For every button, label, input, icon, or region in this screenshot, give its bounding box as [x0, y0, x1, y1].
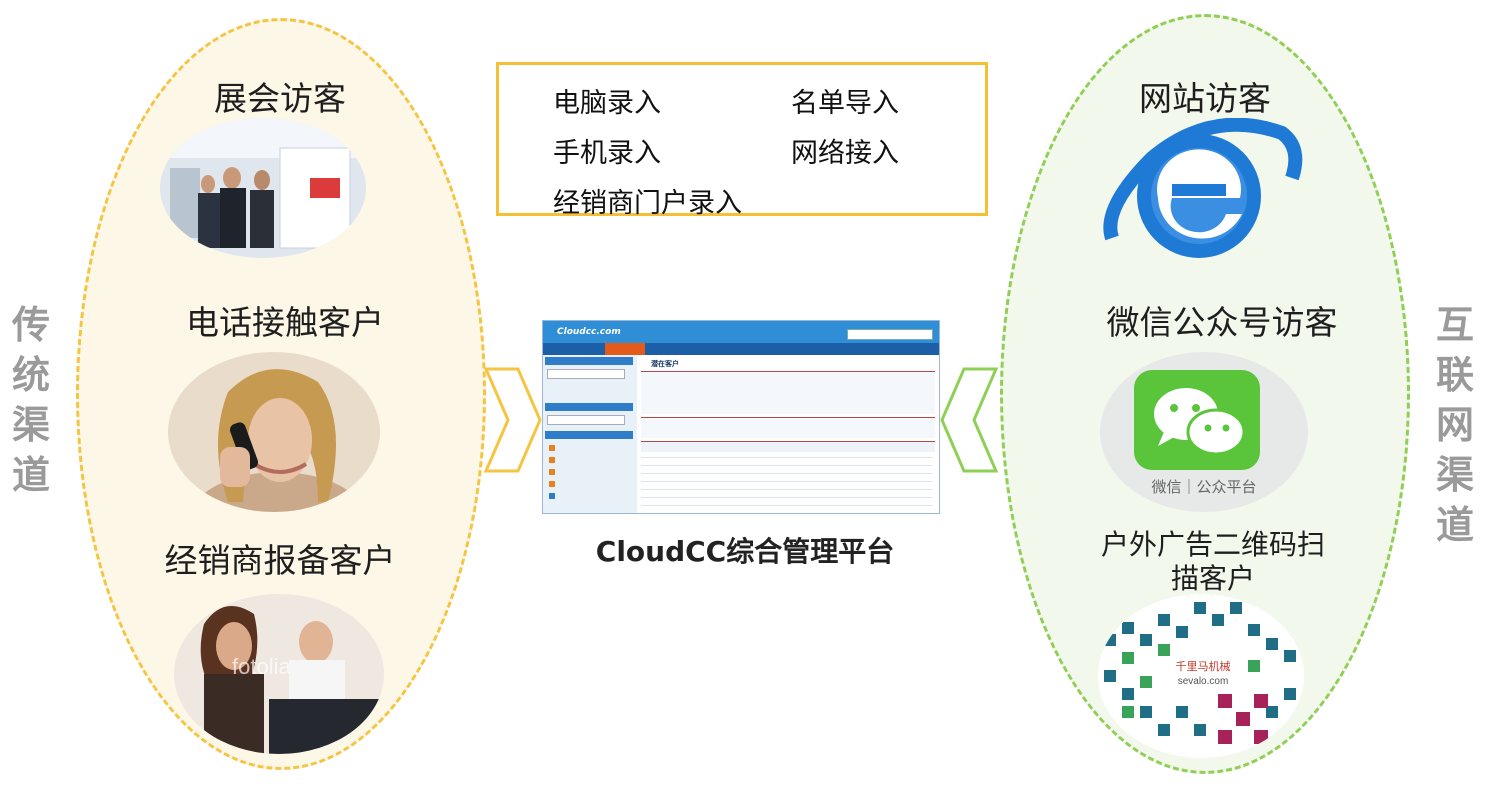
method-dealer-portal-entry: 经销商门户录入: [553, 188, 742, 219]
watermark-text: fotolia: [232, 654, 291, 679]
qr-code-image: 千里马机械 sevalo.com: [1098, 594, 1304, 758]
method-list-import: 名单导入: [791, 88, 899, 119]
wechat-bubbles-icon: [1154, 388, 1246, 456]
method-mobile-entry: 手机录入: [553, 138, 661, 169]
label-wechat-visitors: 微信公众号访客: [1106, 303, 1338, 342]
chevron-right-icon: [483, 367, 542, 473]
label-website-visitors: 网站访客: [1139, 79, 1271, 118]
exhibition-photo: [160, 118, 366, 258]
qr-site-text: sevalo.com: [1178, 676, 1229, 687]
label-qr-scan-customers: 户外广告二维码扫描客户: [1100, 528, 1325, 595]
wechat-logo: 微信｜公众平台: [1100, 352, 1308, 512]
internet-explorer-icon: [1103, 118, 1303, 258]
label-phone-contacts: 电话接触客户: [186, 303, 384, 342]
method-web-integration: 网络接入: [791, 138, 899, 169]
label-exhibition-visitors: 展会访客: [214, 79, 346, 118]
traditional-channel-label: 传统渠道: [11, 303, 50, 497]
crm-screenshot: Cloudcc.com 潜在客户: [542, 320, 940, 514]
method-pc-entry: 电脑录入: [553, 88, 661, 119]
crm-page-heading: 潜在客户: [651, 360, 679, 368]
chevron-left-icon: [940, 367, 999, 473]
label-dealer-reported: 经销商报备客户: [164, 541, 396, 580]
dealer-office-photo: fotolia: [174, 594, 384, 754]
internet-channel-label: 互联网渠道: [1435, 303, 1474, 547]
wechat-caption: 微信｜公众平台: [1151, 478, 1257, 496]
qr-brand-text: 千里马机械: [1176, 659, 1231, 673]
input-methods-box: 电脑录入 名单导入 手机录入 网络接入 经销商门户录入: [496, 62, 988, 219]
phone-call-photo: [168, 352, 380, 512]
cloudcc-logo: Cloudcc.com: [557, 327, 621, 337]
platform-title: CloudCC综合管理平台: [595, 535, 895, 568]
